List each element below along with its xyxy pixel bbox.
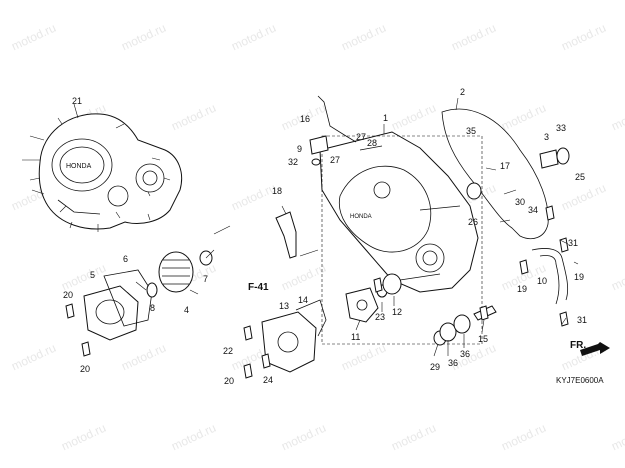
part-callout: 2 (460, 87, 465, 97)
part-callout: 16 (300, 114, 310, 124)
part-callout: 31 (568, 238, 578, 248)
part-callout: 15 (478, 334, 488, 344)
part-callout: 32 (288, 157, 298, 167)
part-callout: 3 (544, 132, 549, 142)
part-callout: 30 (515, 197, 525, 207)
part-callout: 8 (150, 303, 155, 313)
part-callout: 27 (356, 132, 366, 142)
svg-text:HONDA: HONDA (66, 163, 92, 170)
alternator-cover: HONDA (38, 113, 183, 230)
direction-label: FR. (570, 340, 587, 351)
part-callout: 24 (263, 375, 273, 385)
part-callout: 20 (224, 376, 234, 386)
part-callout: 10 (537, 276, 547, 286)
part-callout: 18 (272, 186, 282, 196)
right-crankcase-cover: HONDA (319, 131, 479, 293)
part-callout: 27 (330, 155, 340, 165)
part-callout: 33 (556, 123, 566, 133)
oil-filter (158, 250, 213, 293)
part-callout: 19 (574, 272, 584, 282)
part-callout: 36 (448, 358, 458, 368)
part-callout: 20 (80, 364, 90, 374)
part-callout: 19 (517, 284, 527, 294)
part-callout: 1 (383, 113, 388, 123)
part-callout: 13 (279, 301, 289, 311)
part-callout: 12 (392, 307, 402, 317)
part-callout: 21 (72, 96, 82, 106)
diagram-code: KYJ7E0600A (556, 376, 604, 385)
svg-text:HONDA: HONDA (350, 214, 372, 220)
part-callout: 20 (63, 290, 73, 300)
part-callout: 26 (468, 217, 478, 227)
part-callout: 28 (367, 138, 377, 148)
reference-label: F-41 (248, 282, 269, 293)
part-callout: 35 (466, 126, 476, 136)
part-callout: 5 (90, 270, 95, 280)
part-callout: 4 (184, 305, 189, 315)
part-callout: 14 (298, 295, 308, 305)
part-callout: 23 (375, 312, 385, 322)
part-callout: 31 (577, 315, 587, 325)
part-callout: 9 (297, 144, 302, 154)
part-callout: 6 (123, 254, 128, 264)
part-callout: 25 (575, 172, 585, 182)
part-callout: 7 (203, 274, 208, 284)
part-callout: 29 (430, 362, 440, 372)
part-callout: 36 (460, 349, 470, 359)
part-callout: 11 (351, 332, 360, 342)
part-callout: 34 (528, 205, 538, 215)
part-callout: 22 (223, 346, 233, 356)
front-direction-arrow (580, 342, 610, 356)
part-callout: 17 (500, 161, 510, 171)
